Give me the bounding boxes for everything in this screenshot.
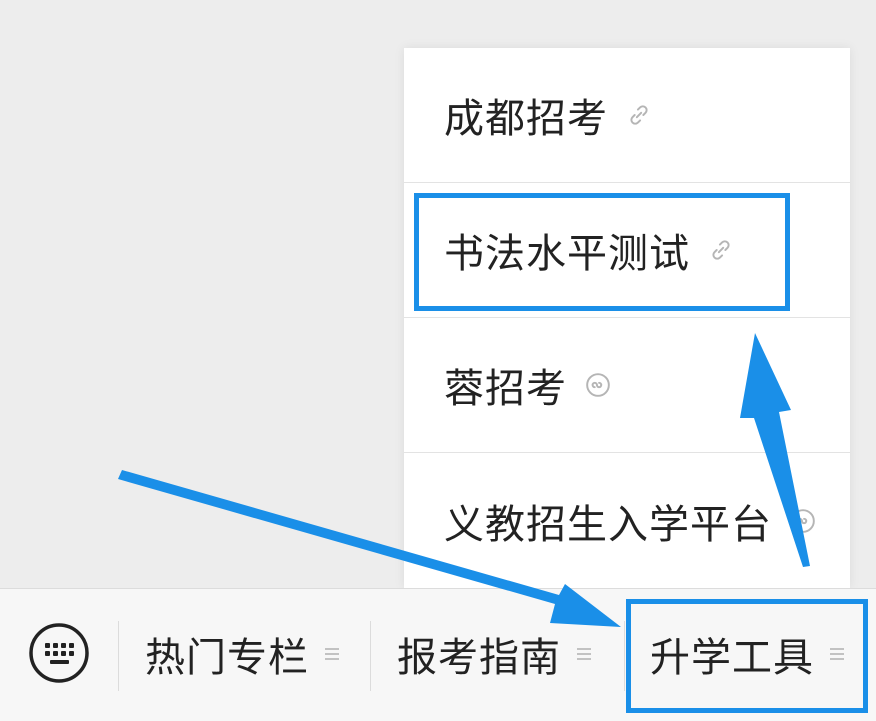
divider — [624, 621, 625, 691]
bottom-menu-bar: 热门专栏 报考指南 升学工具 — [0, 588, 876, 721]
menu-item-chengdu-zhaokao[interactable]: 成都招考 — [404, 48, 850, 183]
tab-label: 升学工具 — [650, 635, 814, 681]
menu-item-label: 书法水平测试 — [444, 231, 690, 277]
tab-admission-tools[interactable]: 升学工具 — [650, 619, 844, 689]
menu-item-label: 义教招生入学平台 — [444, 501, 772, 548]
divider — [118, 621, 119, 691]
menu-item-label: 蓉招考 — [444, 366, 567, 412]
tab-label: 报考指南 — [397, 635, 561, 681]
menu-item-shufa-test[interactable]: 书法水平测试 — [404, 183, 850, 318]
mini-program-icon — [790, 508, 816, 534]
menu-item-yijiao-enrollment[interactable]: 义教招生入学平台 — [404, 453, 850, 588]
link-icon — [708, 237, 734, 263]
mini-program-icon — [585, 372, 611, 398]
keyboard-icon[interactable] — [28, 622, 90, 684]
tab-hot-columns[interactable]: 热门专栏 — [145, 619, 339, 689]
menu-item-label: 成都招考 — [444, 96, 608, 142]
divider — [370, 621, 371, 691]
tools-dropdown-menu: 成都招考 书法水平测试 蓉招考 义教招生入学平台 — [404, 48, 850, 588]
menu-lines-icon — [325, 646, 339, 662]
menu-lines-icon — [577, 646, 591, 662]
menu-item-rong-zhaokao[interactable]: 蓉招考 — [404, 318, 850, 453]
tab-label: 热门专栏 — [145, 635, 309, 681]
link-icon — [626, 102, 652, 128]
menu-lines-icon — [830, 646, 844, 662]
tab-exam-guide[interactable]: 报考指南 — [397, 619, 591, 689]
